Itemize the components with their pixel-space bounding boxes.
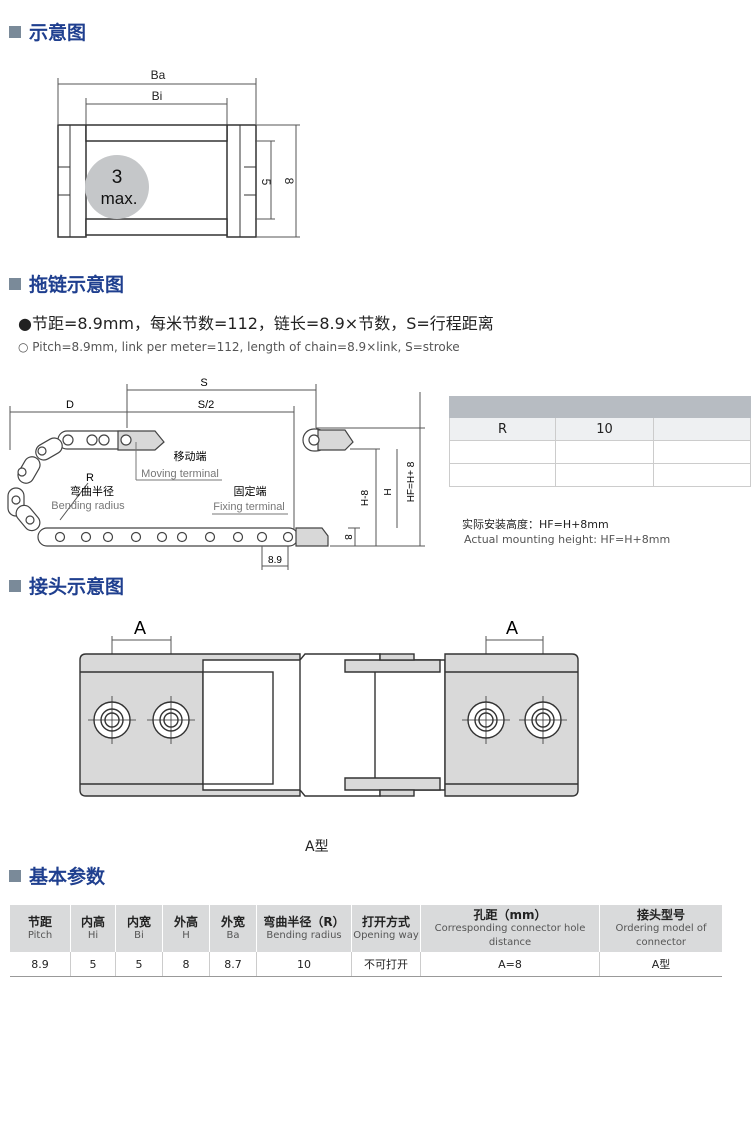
bend-radius-cn: 弯曲半径: [70, 484, 114, 498]
moving-terminal-en: Moving terminal: [141, 468, 219, 480]
mounting-height-cn: 实际安装高度：HF=H+8mm: [462, 518, 609, 531]
drag-chain-diagram: S D S/2 R 弯曲半径 Bending radius 移动: [7, 377, 425, 570]
bend-radius-en: Bending radius: [51, 500, 125, 512]
dim-outer-label: 8: [282, 178, 296, 185]
connector-type-label: A型: [305, 839, 329, 855]
section-title-drag-chain: 拖链示意图: [9, 270, 124, 297]
radius-r-label: R: [86, 472, 94, 484]
header-hole-distance: 孔距（mm）Corresponding connector hole dista…: [420, 905, 600, 952]
fixing-terminal-cn: 固定端: [234, 484, 267, 498]
section-title-connector: 接头示意图: [9, 572, 124, 599]
square-bullet-icon: [9, 869, 21, 882]
spec-line-en: ○ Pitch=8.9mm, link per meter=112, lengt…: [18, 340, 460, 354]
dim-inner-label: 5: [259, 179, 273, 186]
dim-bi-label: Bi: [152, 89, 163, 103]
cross-section-diagram: Ba Bi 5 8 3 max.: [57, 68, 300, 238]
mounting-height-en: Actual mounting height: HF=H+8mm: [464, 533, 671, 546]
square-bullet-icon: [9, 277, 21, 290]
dim-s-label: S: [200, 377, 207, 389]
dim-hf-label: HF=H+ 8: [406, 461, 417, 502]
badge-number: 3: [112, 167, 123, 188]
dim-d-label: D: [66, 399, 74, 411]
r-value-cell: 10: [555, 417, 654, 441]
dim-a-left: A: [134, 618, 146, 638]
square-bullet-icon: [9, 25, 21, 38]
cell-bi: 5: [115, 952, 163, 977]
connector-diagram: A A: [79, 618, 579, 797]
dim-s-half-label: S/2: [198, 399, 215, 411]
cell-bend-radius: 10: [256, 952, 352, 977]
dim-h-label: H: [383, 488, 394, 495]
dim-h-minus-label: H-8: [360, 490, 371, 507]
cell-pitch: 8.9: [10, 952, 71, 977]
dim-a-right: A: [506, 618, 518, 638]
table-row: 8.9 5 5 8 8.7 10 不可打开 A=8 A型: [10, 952, 722, 977]
cell-ba: 8.7: [209, 952, 257, 977]
cell-hi: 5: [70, 952, 116, 977]
dim-8-label: 8: [342, 534, 353, 540]
spec-line-cn: ●节距=8.9mm，每米节数=112，链长=8.9×节数，S=行程距离: [18, 314, 494, 333]
cell-opening-way: 不可打开: [351, 952, 421, 977]
bend-radius-table: R 10: [449, 396, 751, 487]
header-bend-radius: 弯曲半径（R）Bending radius: [256, 905, 352, 952]
max-radius-badge: [85, 155, 149, 219]
square-bullet-icon: [9, 579, 21, 592]
section-title-basic-params: 基本参数: [9, 862, 105, 889]
cell-hole-distance: A=8: [420, 952, 600, 977]
section-title-schematic: 示意图: [9, 18, 86, 45]
moving-terminal-cn: 移动端: [174, 450, 207, 463]
r-label-cell: R: [449, 417, 556, 441]
dim-ba-label: Ba: [151, 68, 166, 82]
badge-text: max.: [101, 189, 138, 208]
cell-h: 8: [162, 952, 210, 977]
dim-pitch-label: 8.9: [268, 555, 282, 566]
cell-connector-model: A型: [599, 952, 722, 977]
fixing-terminal-en: Fixing terminal: [213, 501, 285, 513]
